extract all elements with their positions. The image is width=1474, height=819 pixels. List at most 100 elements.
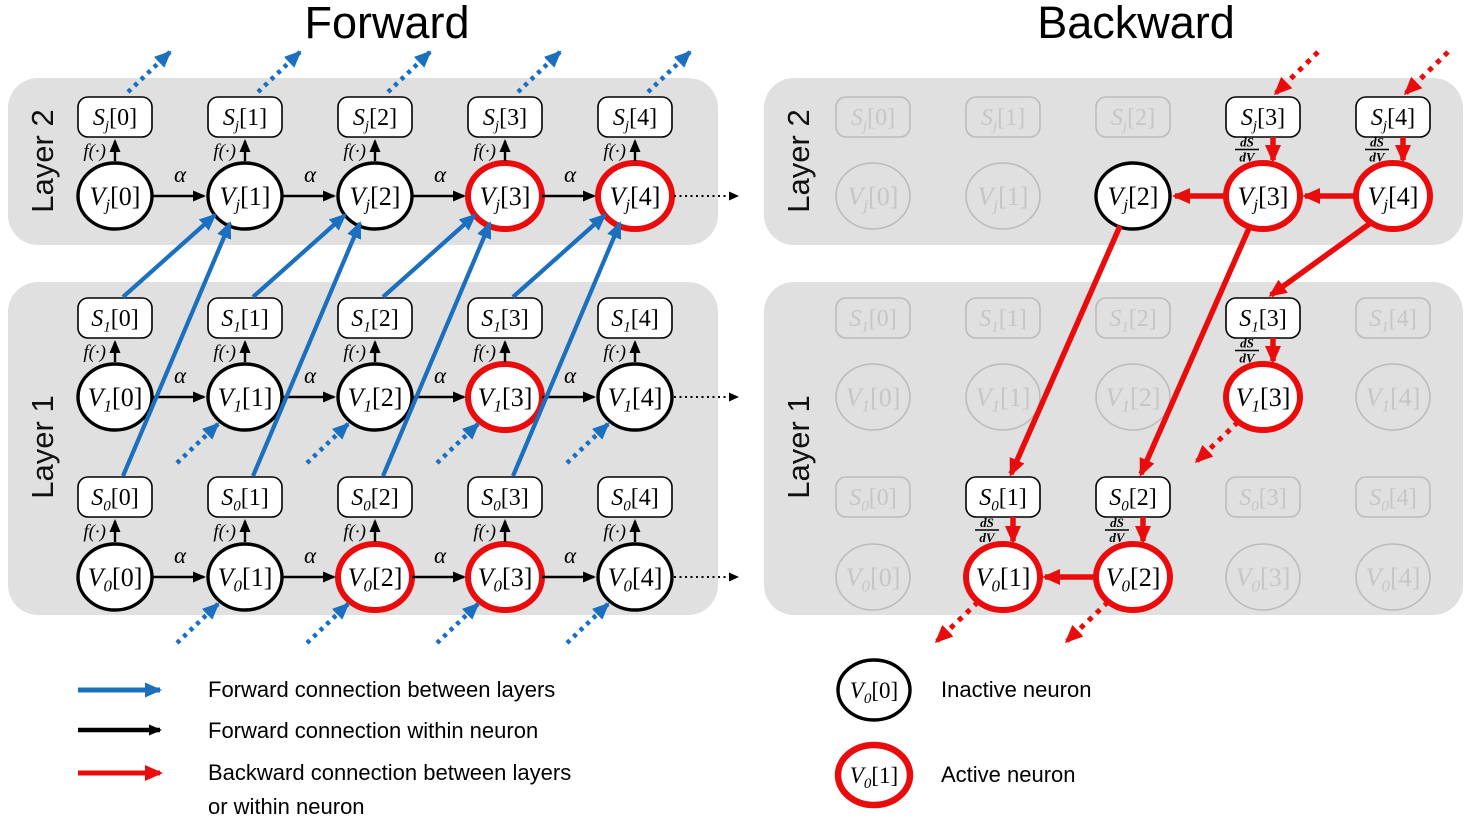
bw-spike-label-0-4: S0[4]: [1369, 485, 1416, 514]
fw-between-layer-arrow-0-3-to-j-4: [511, 221, 622, 477]
bw-between-layer-arrow-j-2-to-0-1: [1008, 224, 1123, 477]
bw-external-grad-out-arrow-0-2: [1064, 600, 1110, 644]
fw-spike-box-0-2: [337, 476, 413, 518]
fw-alpha-label-0-1: α: [304, 543, 317, 568]
bw-between-layer-arrow-j-3-to-0-2: [1138, 224, 1253, 477]
bw-spike-label-0-2: S0[2]: [1109, 485, 1156, 514]
bw-potential-label-1-4: V1[4]: [1366, 383, 1421, 416]
bw-potential-circle-1-2: [1095, 363, 1171, 431]
bw-spike-label-1-3: S1[3]: [1239, 306, 1286, 335]
bw-spike-label-j-4: Sj[4]: [1371, 105, 1415, 134]
fw-alpha-label-1-2: α: [434, 363, 447, 388]
fw-external-input-arrow-0-4: [565, 602, 610, 645]
bw-grad-fraction-den-j-4: dV: [1369, 150, 1386, 165]
legend-inactive-neuron-circle: [836, 658, 912, 722]
fw-potential-label-j-4: Vj[4]: [610, 182, 661, 215]
bw-potential-label-0-3: V0[3]: [1236, 563, 1291, 596]
bw-external-grad-out-arrow-0-1: [934, 600, 980, 644]
forward-panel-nodes: Sj[0]Vj[0]Sj[1]Vj[1]Sj[2]Vj[2]Sj[3]Vj[3]…: [76, 96, 675, 613]
panel-backgrounds: [8, 78, 1463, 615]
bw-grad-fraction-den-0-2: dV: [1109, 530, 1126, 545]
bw-potential-label-1-2: V1[2]: [1106, 383, 1161, 416]
fw-spike-box-j-3: [467, 96, 543, 138]
bw-potential-label-j-4: Vj[4]: [1368, 182, 1419, 215]
fw-between-layer-arrow-1-2-to-j-3: [381, 213, 477, 299]
fw-spike-box-j-4: [597, 96, 673, 138]
bw-spike-box-j-2: [1095, 96, 1171, 138]
fw-external-output-arrow-j-2: [386, 50, 432, 94]
bw-external-grad-in-arrow-j-3: [1273, 50, 1320, 96]
fw-spike-box-j-0: [77, 96, 153, 138]
legend-forward-between-label: Forward connection between layers: [208, 677, 555, 702]
fw-spike-label-j-3: Sj[3]: [483, 105, 527, 134]
bw-potential-label-1-0: V1[0]: [846, 383, 901, 416]
fw-alpha-label-0-0: α: [174, 543, 187, 568]
fw-between-layer-arrow-1-3-to-j-4: [511, 213, 607, 299]
bw-spike-label-j-2: Sj[2]: [1111, 105, 1155, 134]
legend-active-neuron-circle: [834, 741, 914, 809]
bw-potential-label-j-2: Vj[2]: [1108, 182, 1159, 215]
fw-potential-label-1-3: V1[3]: [478, 383, 533, 416]
fw-between-layer-arrow-0-2-to-j-3: [381, 221, 492, 477]
legend-inactive-neuron-label: Inactive neuron: [941, 677, 1091, 702]
bw-potential-label-j-1: Vj[1]: [978, 182, 1029, 215]
fw-spike-box-1-1: [207, 297, 283, 339]
bw-potential-circle-1-3: [1223, 361, 1303, 433]
fw-activation-fn-label-j-4: f(·): [603, 141, 626, 162]
bw-spike-label-j-0: Sj[0]: [851, 105, 895, 134]
fw-spike-label-j-4: Sj[4]: [613, 105, 657, 134]
fw-activation-fn-label-1-3: f(·): [473, 342, 496, 363]
bw-spike-box-1-0: [835, 297, 911, 339]
fw-potential-label-j-3: Vj[3]: [480, 182, 531, 215]
bw-grad-fraction-den-j-3: dV: [1239, 150, 1256, 165]
bw-spike-label-0-1: S0[1]: [979, 485, 1026, 514]
fw-spike-box-1-3: [467, 297, 543, 339]
bw-spike-label-0-3: S0[3]: [1239, 485, 1286, 514]
bw-grad-fraction-den-0-1: dV: [979, 530, 996, 545]
bw-spike-box-j-3: [1225, 96, 1301, 138]
fw-activation-fn-label-0-3: f(·): [473, 522, 496, 543]
legend-active-neuron-symbol: V0[1]: [850, 763, 898, 792]
fw-spike-box-0-1: [207, 476, 283, 518]
fw-activation-fn-label-1-1: f(·): [213, 342, 236, 363]
bw-grad-fraction-den-1-3: dV: [1239, 351, 1256, 366]
fw-external-output-arrow-j-1: [256, 50, 302, 94]
fw-potential-label-j-2: Vj[2]: [350, 182, 401, 215]
fw-spike-label-j-1: Sj[1]: [223, 105, 267, 134]
fw-spike-label-j-2: Sj[2]: [353, 105, 397, 134]
fw-alpha-label-1-0: α: [174, 363, 187, 388]
legend-neurons: Inactive neuron Active neuron V0[0]V0[1]: [834, 658, 1091, 809]
bw-spike-box-1-2: [1095, 297, 1171, 339]
fw-external-input-arrow-1-1: [175, 422, 220, 465]
legend-backward-label-line1: Backward connection between layers: [208, 760, 571, 785]
fw-spike-label-1-0: S1[0]: [91, 306, 138, 335]
fw-alpha-label-1-3: α: [564, 363, 577, 388]
bw-spike-box-0-0: [835, 476, 911, 518]
fw-potential-label-0-1: V0[1]: [218, 563, 273, 596]
fw-external-input-arrow-1-4: [565, 422, 610, 465]
forward-layer2-label: Layer 2: [25, 109, 60, 212]
fw-activation-fn-label-0-0: f(·): [83, 522, 106, 543]
fw-potential-label-0-2: V0[2]: [348, 563, 403, 596]
bw-spike-label-j-3: Sj[3]: [1241, 105, 1285, 134]
fw-potential-label-j-0: Vj[0]: [90, 182, 141, 215]
fw-spike-box-0-0: [77, 476, 153, 518]
fw-potential-label-0-3: V0[3]: [478, 563, 533, 596]
forward-layer-panel-1: [8, 282, 718, 615]
bw-potential-label-0-4: V0[4]: [1366, 563, 1421, 596]
bw-potential-label-j-0: Vj[0]: [848, 182, 899, 215]
forward-layer1-label: Layer 1: [25, 395, 60, 498]
bw-potential-circle-0-1: [963, 541, 1043, 613]
fw-between-layer-arrow-1-0-to-j-1: [121, 213, 217, 299]
bw-spike-label-1-4: S1[4]: [1369, 306, 1416, 335]
bw-potential-circle-0-3: [1225, 543, 1301, 611]
fw-potential-circle-j-4: [595, 160, 675, 232]
fw-spike-box-0-4: [597, 476, 673, 518]
fw-external-input-arrow-1-3: [435, 422, 480, 465]
fw-alpha-label-0-2: α: [434, 543, 447, 568]
bw-spike-box-j-0: [835, 96, 911, 138]
legend-connections: Forward connection between layers Forwar…: [78, 677, 571, 819]
bw-spike-box-0-4: [1355, 476, 1431, 518]
